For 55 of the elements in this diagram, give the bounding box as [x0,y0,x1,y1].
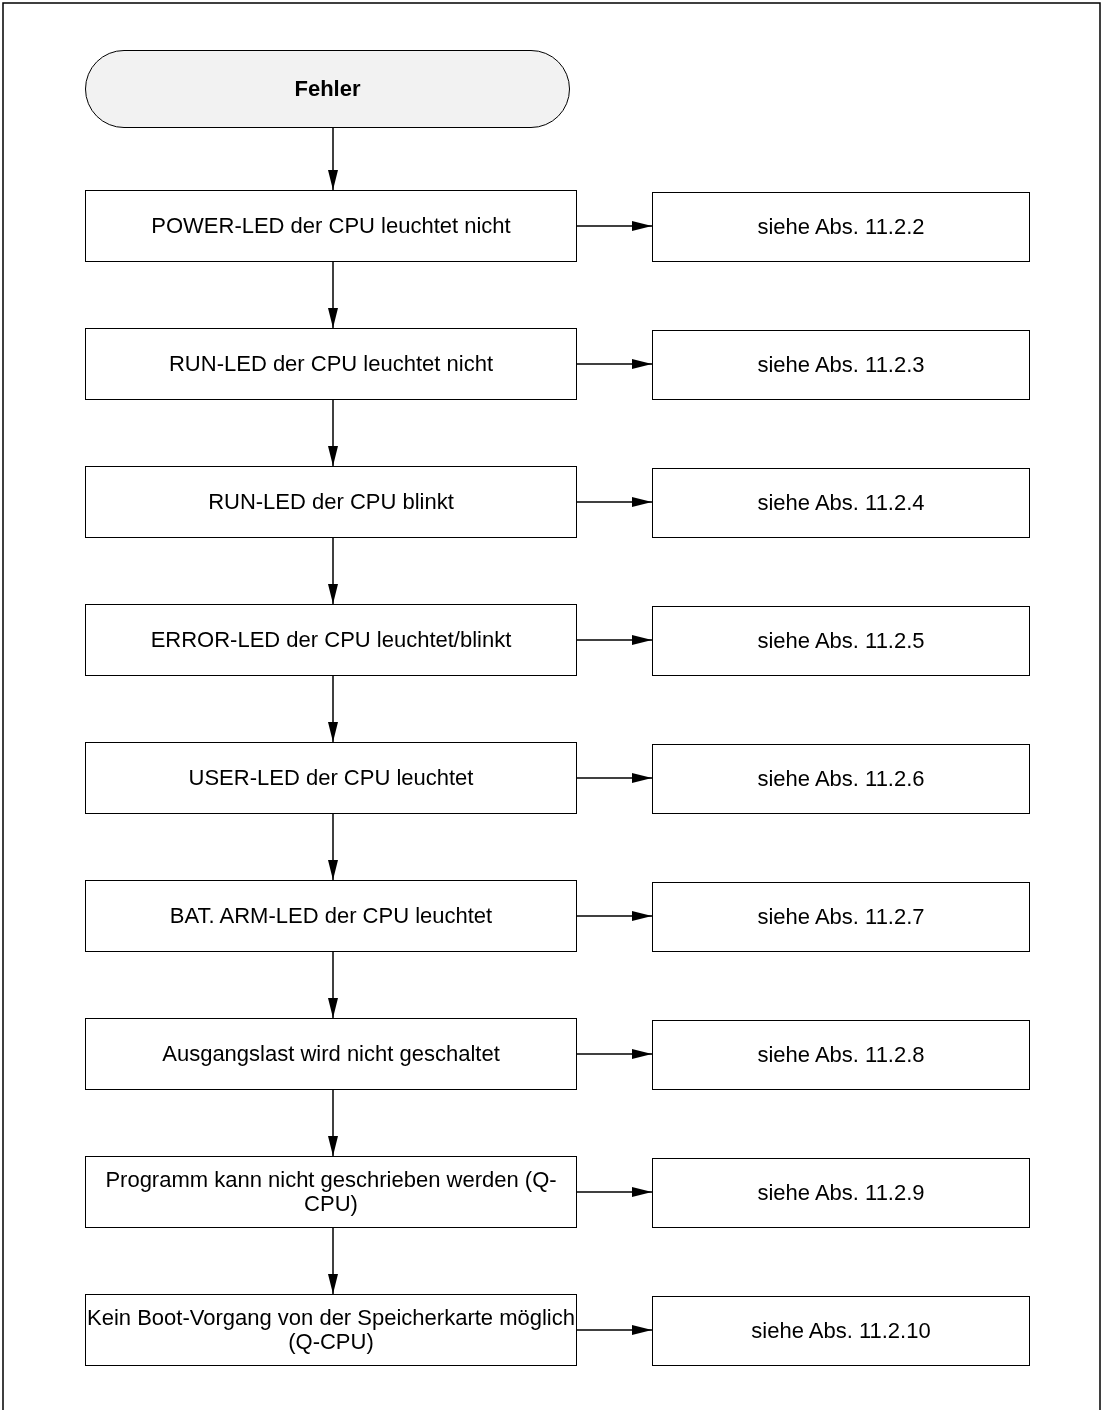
box-label: Ausgangslast wird nicht geschaltet [162,1042,500,1066]
arrow [576,497,653,507]
arrow [576,773,653,783]
box-label: RUN-LED der CPU leuchtet nicht [169,352,493,376]
arrow [576,1049,653,1059]
process-box [85,604,577,676]
arrow [328,1089,338,1157]
reference-box [652,1020,1030,1090]
arrow [328,537,338,605]
process-box [85,1018,577,1090]
arrow [576,221,653,231]
arrow [328,951,338,1019]
box-label: siehe Abs. 11.2.5 [757,629,925,653]
process-box [85,328,577,400]
process-box [85,1156,577,1228]
box-label: siehe Abs. 11.2.4 [757,491,925,515]
process-box [85,466,577,538]
arrow [328,1227,338,1295]
arrow [576,911,653,921]
reference-box [652,468,1030,538]
arrow [576,359,653,369]
box-label: BAT. ARM-LED der CPU leuchtet [169,904,493,928]
box-label: siehe Abs. 11.2.8 [757,1043,925,1067]
arrow [328,127,338,191]
box-label: USER-LED der CPU leuchtet [188,766,474,790]
arrow [576,635,653,645]
reference-box [652,330,1030,400]
box-label: siehe Abs. 11.2.7 [757,905,925,929]
process-box [85,1294,577,1366]
box-label: RUN-LED der CPU blinkt [208,490,454,514]
arrow [576,1325,653,1335]
box-label: siehe Abs. 11.2.10 [751,1319,931,1343]
process-box [85,880,577,952]
box-label: siehe Abs. 11.2.3 [757,353,925,377]
reference-box [652,882,1030,952]
arrow [328,813,338,881]
process-box [85,190,577,262]
box-label: siehe Abs. 11.2.6 [757,767,925,791]
process-box [85,742,577,814]
box-label: POWER-LED der CPU leuchtet nicht [151,214,511,238]
box-label: Kein Boot-Vorgang von der Speicherkarte möglich (Q-CPU) [86,1306,576,1354]
reference-box [652,1158,1030,1228]
box-label: siehe Abs. 11.2.9 [757,1181,925,1205]
arrow [576,1187,653,1197]
arrow [328,261,338,329]
arrow [328,675,338,743]
box-label: Programm kann nicht geschrieben werden (Q-CPU) [104,1168,558,1216]
arrow [328,399,338,467]
box-label: siehe Abs. 11.2.2 [757,215,925,239]
reference-box [652,744,1030,814]
box-label: ERROR-LED der CPU leuchtet/blinkt [150,628,512,652]
reference-box [652,192,1030,262]
reference-box [652,606,1030,676]
box-label: Fehler [294,77,361,101]
reference-box [652,1296,1030,1366]
